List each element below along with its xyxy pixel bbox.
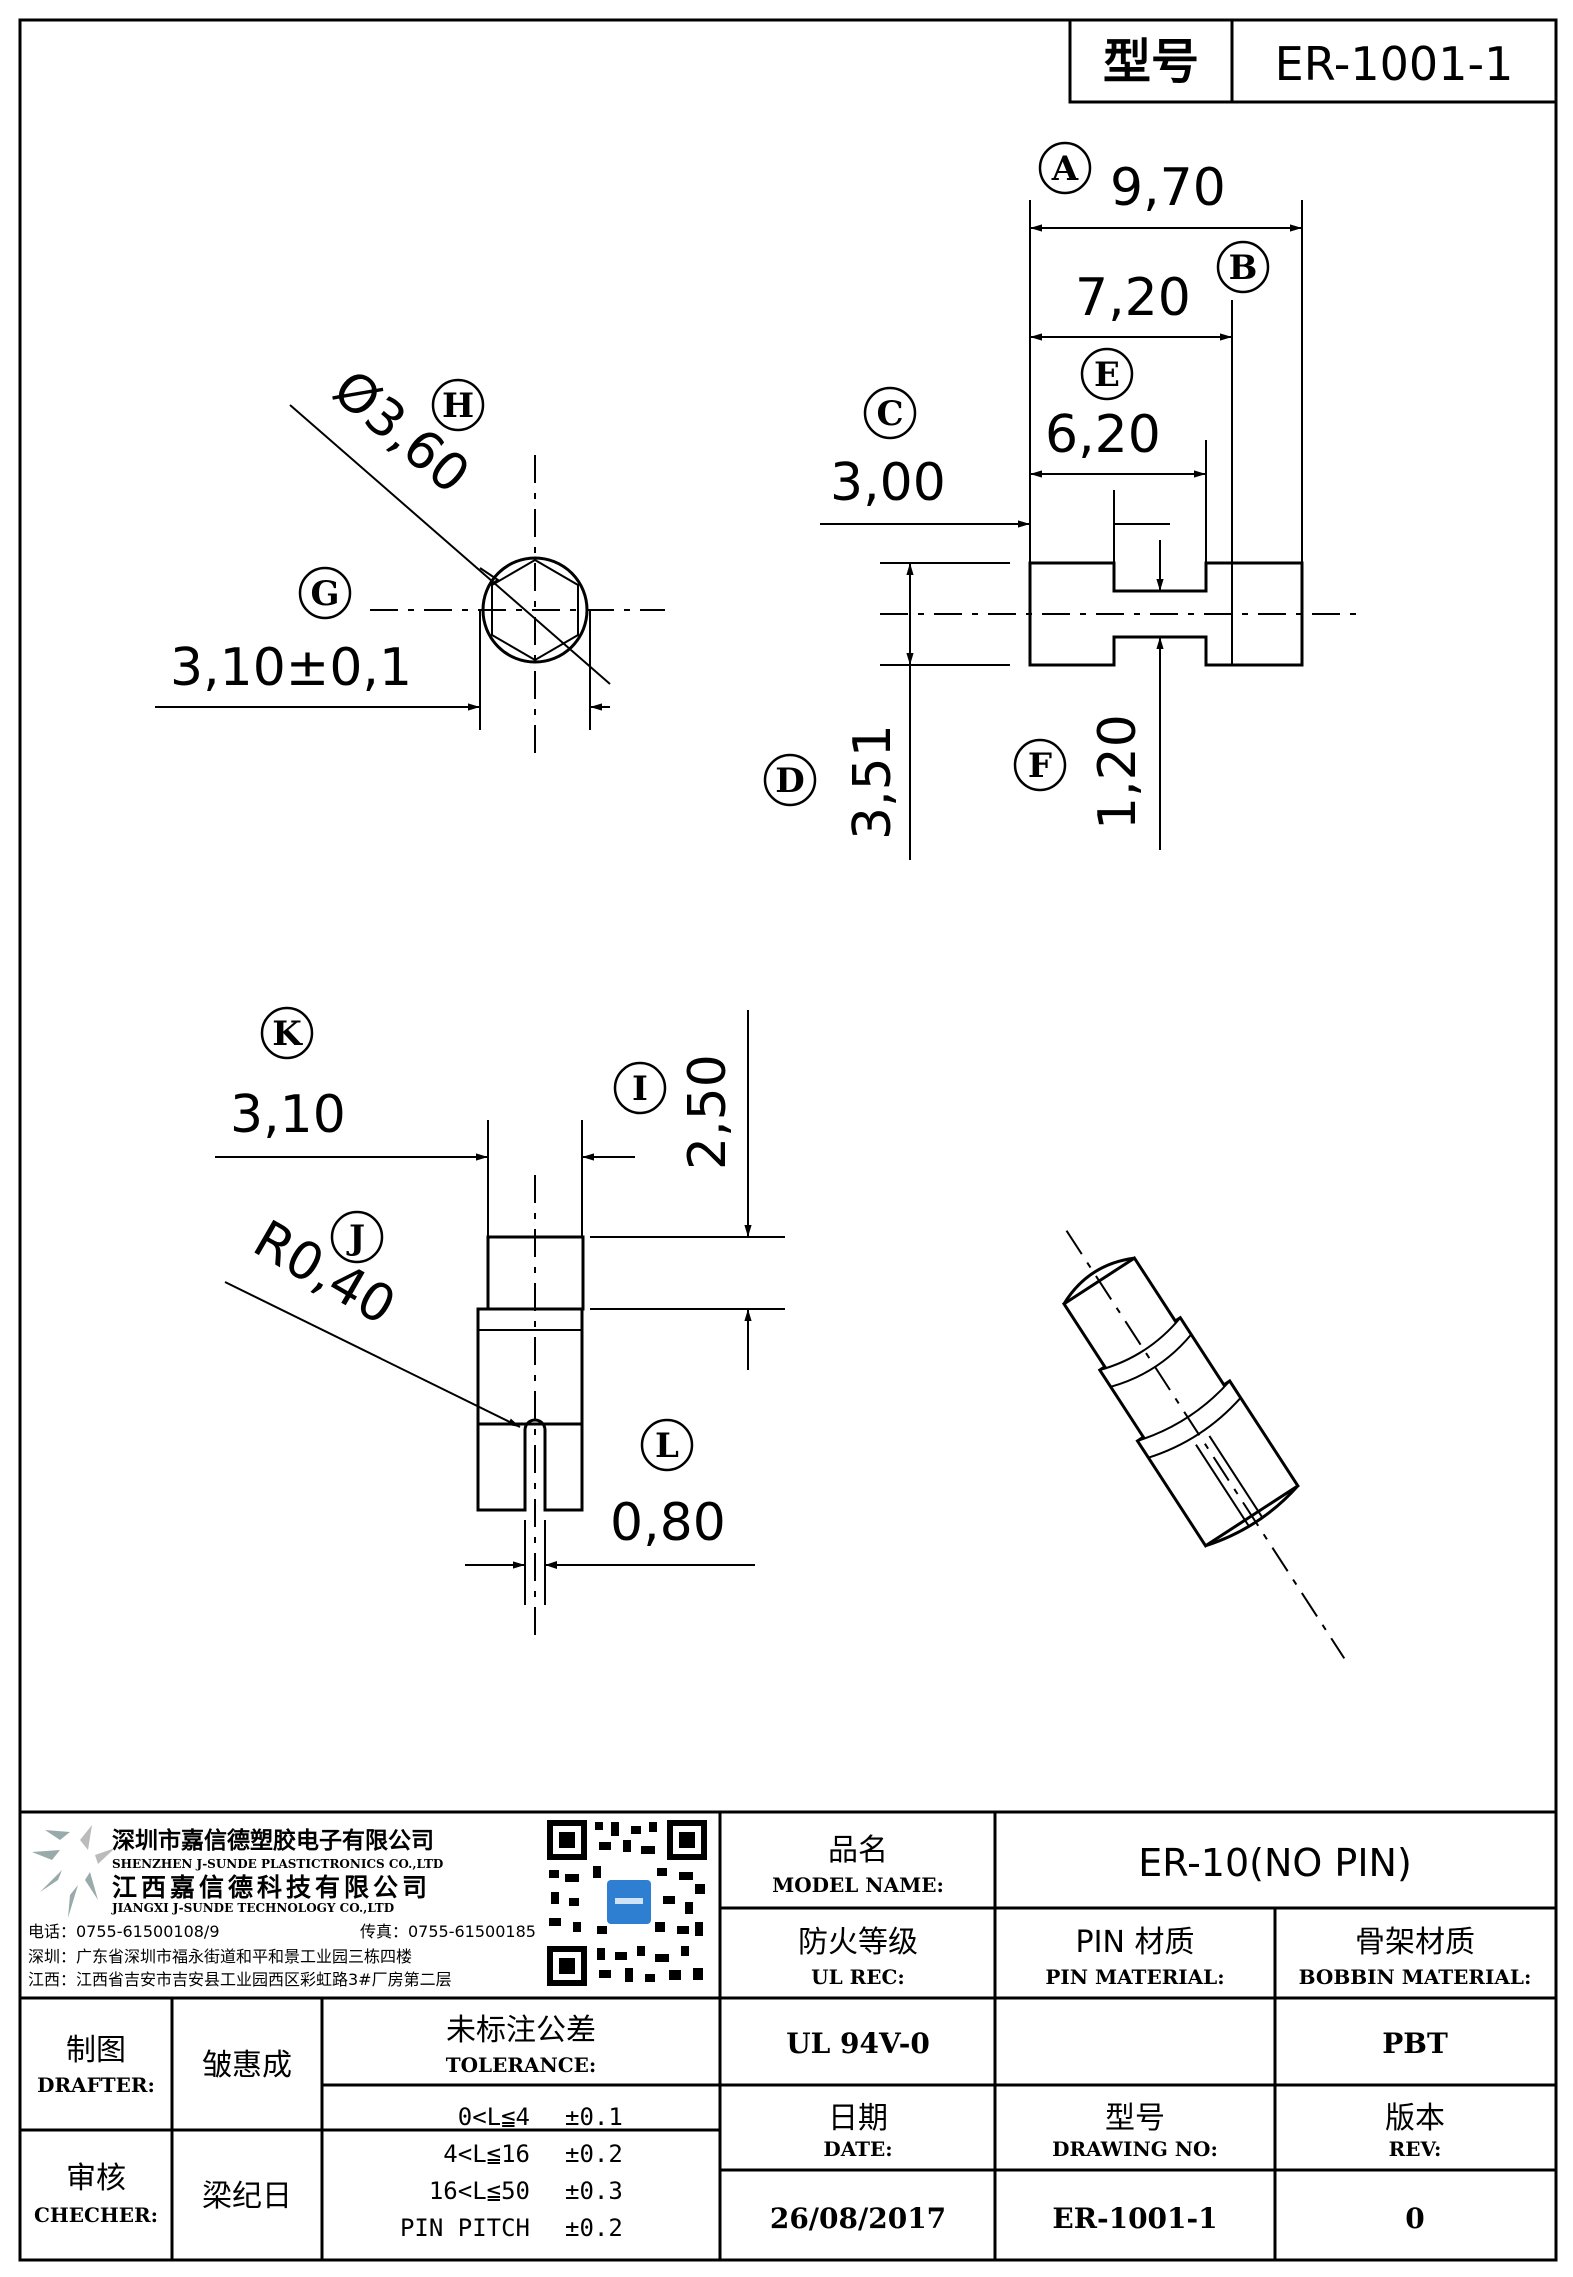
svg-text:F: F [1028, 746, 1052, 786]
date-label-cn: 日期 [828, 2101, 888, 2136]
tolerance-label-cn: 未标注公差 [446, 2013, 596, 2048]
drawing-no-label-cn: 型号 [1105, 2101, 1165, 2136]
drawing-border [18, 18, 1558, 2262]
side-view [820, 200, 1360, 860]
dim-K: K 3,10 [230, 1006, 346, 1145]
checker-label-cn: 审核 [66, 2161, 126, 2196]
dim-C: C 3,00 [830, 386, 946, 513]
title-block [20, 1810, 1556, 2260]
svg-text:0,80: 0,80 [610, 1493, 726, 1553]
company-logo [32, 1825, 115, 1918]
front-view [215, 1010, 785, 1640]
dim-D: D 3,51 [763, 724, 903, 840]
dim-J: J R0,40 [244, 1209, 406, 1337]
tolerance-range: 0<L≦4 [458, 2103, 530, 2131]
company-address-sz: 深圳：广东省深圳市福永街道和平和景工业园三栋四楼 [28, 1947, 412, 1966]
drafter-value: 皱惠成 [202, 2048, 292, 2083]
pin-material-label-cn: PIN 材质 [1076, 1925, 1195, 1960]
dim-G: G 3,10±0,1 [170, 566, 412, 698]
svg-text:7,20: 7,20 [1075, 268, 1191, 328]
dim-I: I 2,50 [613, 1054, 738, 1170]
header-label: 型号 [1103, 34, 1199, 90]
svg-text:3,10: 3,10 [230, 1085, 346, 1145]
drafter-label-cn: 制图 [66, 2033, 126, 2068]
tolerance-value: ±0.2 [565, 2140, 623, 2168]
header-value: ER-1001-1 [1275, 37, 1514, 91]
company-fax: 传真：0755-61500185 [360, 1922, 536, 1941]
svg-text:E: E [1094, 355, 1120, 395]
date-label-en: DATE: [823, 2137, 892, 2161]
dim-F: F 1,20 [1013, 714, 1148, 830]
drawing-no-label-en: DRAWING NO: [1052, 2137, 1218, 2161]
svg-text:1,20: 1,20 [1088, 714, 1148, 830]
company-name-cn-1: 深圳市嘉信德塑胶电子有限公司 [112, 1827, 434, 1854]
end-view [155, 404, 665, 760]
svg-text:I: I [632, 1069, 648, 1109]
model-name-label-cn: 品名 [828, 1833, 888, 1868]
svg-text:2,50: 2,50 [678, 1054, 738, 1170]
dim-E: E 6,20 [1045, 347, 1161, 465]
tolerance-label-en: TOLERANCE: [446, 2053, 597, 2077]
drafter-label-en: DRAFTER: [37, 2073, 155, 2097]
drawing-no-value: ER-1001-1 [1052, 2202, 1217, 2235]
svg-text:H: H [442, 386, 474, 426]
checker-value: 梁纪日 [202, 2179, 292, 2214]
tolerance-value: ±0.2 [565, 2214, 623, 2242]
dim-B: B 7,20 [1075, 240, 1270, 328]
svg-text:J: J [346, 1218, 365, 1258]
qr-code [545, 1818, 710, 1990]
company-address-jx: 江西：江西省吉安市吉安县工业园西区彩虹路3#厂房第二层 [28, 1970, 452, 1989]
tolerance-table: 0<L≦4 ±0.1 4<L≦16 ±0.2 16<L≦50 ±0.3 PIN … [400, 2103, 623, 2242]
ul-label-cn: 防火等级 [798, 1925, 918, 1960]
model-name-label-en: MODEL NAME: [772, 1873, 944, 1897]
bobbin-material-label-en: BOBBIN MATERIAL: [1299, 1965, 1532, 1989]
svg-text:3,00: 3,00 [830, 453, 946, 513]
svg-text:9,70: 9,70 [1110, 158, 1226, 218]
header-box: 型号 ER-1001-1 [1068, 20, 1556, 104]
ul-label-en: UL REC: [811, 1965, 905, 1989]
svg-text:L: L [655, 1426, 679, 1466]
dim-A: A 9,70 [1038, 141, 1226, 218]
company-phone: 电话：0755-61500108/9 [28, 1922, 220, 1941]
tolerance-range: PIN PITCH [400, 2214, 530, 2242]
svg-text:3,51: 3,51 [843, 724, 903, 840]
svg-text:C: C [876, 394, 903, 434]
rev-label-en: REV: [1389, 2137, 1442, 2161]
svg-text:3,10±0,1: 3,10±0,1 [170, 638, 412, 698]
rev-label-cn: 版本 [1385, 2101, 1445, 2136]
date-value: 26/08/2017 [770, 2202, 946, 2235]
tolerance-range: 16<L≦50 [429, 2177, 530, 2205]
tolerance-value: ±0.3 [565, 2177, 623, 2205]
company-name-cn-2: 江西嘉信德科技有限公司 [112, 1873, 431, 1902]
svg-text:G: G [310, 574, 339, 614]
bobbin-material-label-cn: 骨架材质 [1355, 1925, 1475, 1960]
svg-text:A: A [1051, 149, 1079, 189]
svg-text:B: B [1229, 248, 1258, 288]
svg-text:D: D [775, 761, 804, 801]
bobbin-material-value: PBT [1382, 2027, 1448, 2060]
svg-text:K: K [272, 1014, 303, 1054]
model-name-value: ER-10(NO PIN) [1138, 1841, 1412, 1885]
isometric-view [1061, 1230, 1346, 1659]
ul-value: UL 94V-0 [786, 2027, 930, 2060]
dim-H: H Ø3,60 [322, 359, 485, 506]
company-name-en-2: JIANGXI J-SUNDE TECHNOLOGY CO.,LTD [111, 1901, 394, 1915]
pin-material-label-en: PIN MATERIAL: [1045, 1965, 1224, 1989]
rev-value: 0 [1405, 2202, 1424, 2235]
svg-text:6,20: 6,20 [1045, 405, 1161, 465]
tolerance-range: 4<L≦16 [443, 2140, 530, 2168]
tolerance-value: ±0.1 [565, 2103, 623, 2131]
checker-label-en: CHECHER: [34, 2203, 158, 2227]
company-name-en-1: SHENZHEN J-SUNDE PLASTICTRONICS CO.,LTD [112, 1857, 443, 1871]
dim-L: L 0,80 [610, 1418, 726, 1553]
